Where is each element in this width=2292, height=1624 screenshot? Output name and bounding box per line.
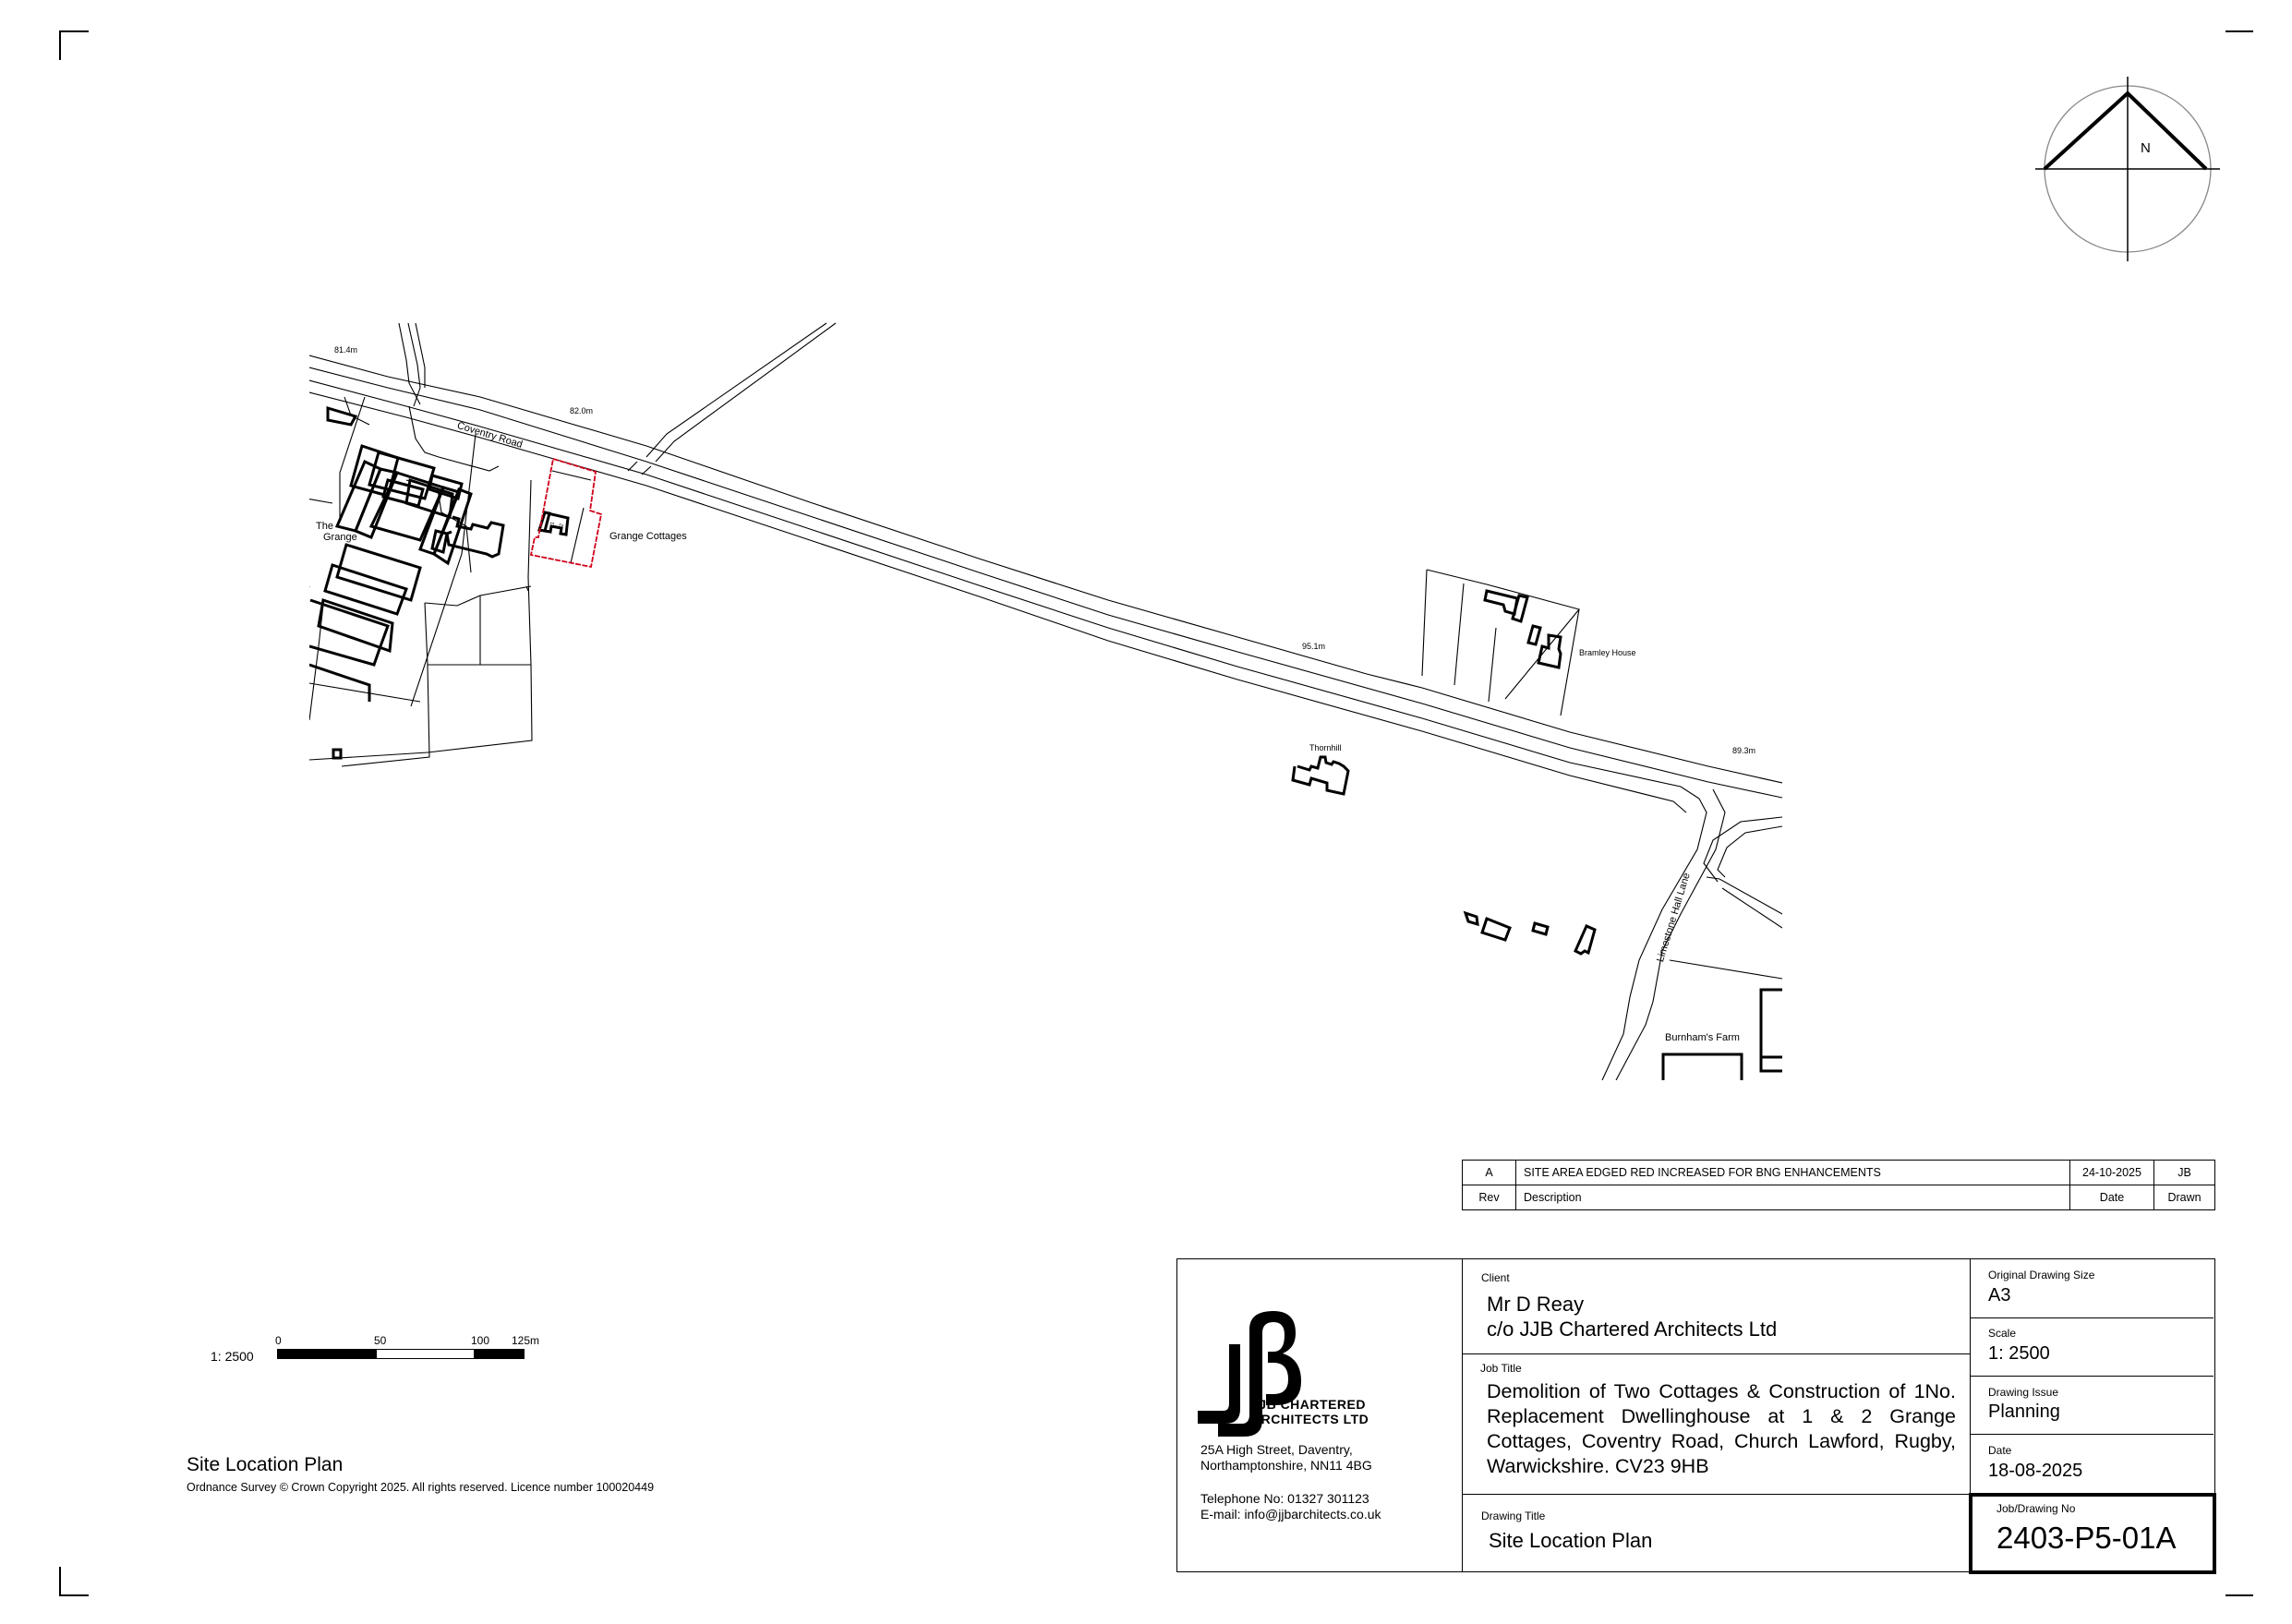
scale-label: Scale [1988,1327,2017,1340]
scale-segment-white [376,1349,475,1359]
job-title-label: Job Title [1480,1362,1522,1375]
scale-tick-100: 100 [471,1334,490,1347]
drawing-issue-value: Planning [1988,1401,2060,1422]
place-label-grange-cottages: Grange Cottages [609,531,687,542]
company-name-line1: JJB CHARTERED [1251,1397,1366,1412]
road-label-limestone: Limestone Hall Lane [1655,872,1693,964]
crop-mark-top-right [2226,30,2253,60]
the-grange-line1: The [316,521,333,532]
rev-header: Rev [1462,1185,1516,1210]
scale-tick-0: 0 [275,1334,282,1347]
job-title-value: Demolition of Two Cottages & Constructio… [1487,1380,1956,1477]
rev-cell: A [1462,1160,1516,1185]
company-panel: JJB CHARTERED ARCHITECTS LTD 25A High St… [1177,1259,1463,1571]
client-label: Client [1481,1271,1510,1284]
scale-segment-black [475,1349,525,1359]
company-name-line2: ARCHITECTS LTD [1251,1412,1369,1426]
divider [1971,1317,2214,1318]
rev-description-cell: SITE AREA EDGED RED INCREASED FOR BNG EN… [1515,1160,2070,1185]
original-size-label: Original Drawing Size [1988,1269,2095,1281]
spot-height-label: 82.0m [570,406,594,415]
client-line2: c/o JJB Chartered Architects Ltd [1487,1317,1778,1341]
date-header: Date [2069,1185,2154,1210]
jjb-logo-icon [1198,1311,1301,1437]
road-label-coventry: Coventry Road [455,420,525,451]
place-label-thornhill: Thornhill [1309,743,1342,752]
divider [1971,1434,2214,1435]
date-value: 18-08-2025 [1988,1461,2083,1481]
site-boundary-red [529,457,603,569]
original-size-value: A3 [1988,1285,2011,1305]
cottage-number-label: 2 [559,523,566,528]
drawing-number-box: Job/Drawing No 2403-P5-01A [1969,1493,2216,1574]
divider [1971,1376,2214,1377]
scale-value: 1: 2500 [1988,1343,2050,1364]
revision-row: A SITE AREA EDGED RED INCREASED FOR BNG … [1462,1160,2215,1185]
north-label: N [2141,140,2151,156]
scale-ratio-label: 1: 2500 [211,1349,254,1364]
description-header: Description [1515,1185,2070,1210]
spot-height-label: 81.4m [334,345,358,355]
revision-header-row: Rev Description Date Drawn [1462,1185,2215,1210]
drawing-issue-label: Drawing Issue [1988,1386,2059,1399]
the-grange-line2: Grange [323,532,357,543]
client-line1: Mr D Reay [1487,1293,1585,1316]
date-label: Date [1988,1444,2012,1457]
spot-height-label: 89.3m [1732,746,1756,755]
copyright-notice: Ordnance Survey © Crown Copyright 2025. … [187,1481,655,1494]
divider [1463,1494,1970,1495]
crop-mark-top-left [59,30,89,60]
scale-tick-50: 50 [374,1334,387,1347]
drawn-header: Drawn [2153,1185,2215,1210]
drawing-number-label: Job/Drawing No [1996,1502,2076,1515]
sheet-info-panel: Original Drawing Size A3 Scale 1: 2500 D… [1969,1259,2216,1574]
scale-segment-black [277,1349,376,1359]
company-address-line2: Northamptonshire, NN11 4BG [1200,1458,1372,1473]
crop-mark-bottom-right [2226,1594,2253,1624]
spot-height-label: 95.1m [1302,642,1326,651]
crop-mark-bottom-left [59,1567,89,1596]
company-address-line1: 25A High Street, Daventry, [1200,1442,1353,1457]
drawing-title-value: Site Location Plan [1489,1529,1653,1552]
drawing-title-label: Drawing Title [1481,1510,1546,1522]
scale-tick-125: 125m [512,1334,540,1347]
company-email: E-mail: info@jjbarchitects.co.uk [1200,1507,1381,1522]
drawing-caption-title: Site Location Plan [187,1454,344,1475]
scale-bar: 1: 2500 0 50 100 125m [211,1334,580,1371]
divider [1463,1353,1970,1354]
rev-drawn-cell: JB [2153,1160,2215,1185]
revision-table: A SITE AREA EDGED RED INCREASED FOR BNG … [1462,1160,2215,1210]
rev-date-cell: 24-10-2025 [2069,1160,2154,1185]
drawing-number-value: 2403-P5-01A [1996,1521,2177,1555]
place-label-burnhams-farm: Burnham's Farm [1665,1032,1740,1043]
company-telephone: Telephone No: 01327 301123 [1200,1491,1369,1506]
project-panel: Client Mr D Reay c/o JJB Chartered Archi… [1463,1259,1971,1571]
cottage-number-label: 1 [549,521,557,526]
title-block: JJB CHARTERED ARCHITECTS LTD 25A High St… [1176,1258,2216,1574]
place-label-the-grange: The Grange [316,521,357,543]
place-label-bramley-house: Bramley House [1579,648,1636,657]
